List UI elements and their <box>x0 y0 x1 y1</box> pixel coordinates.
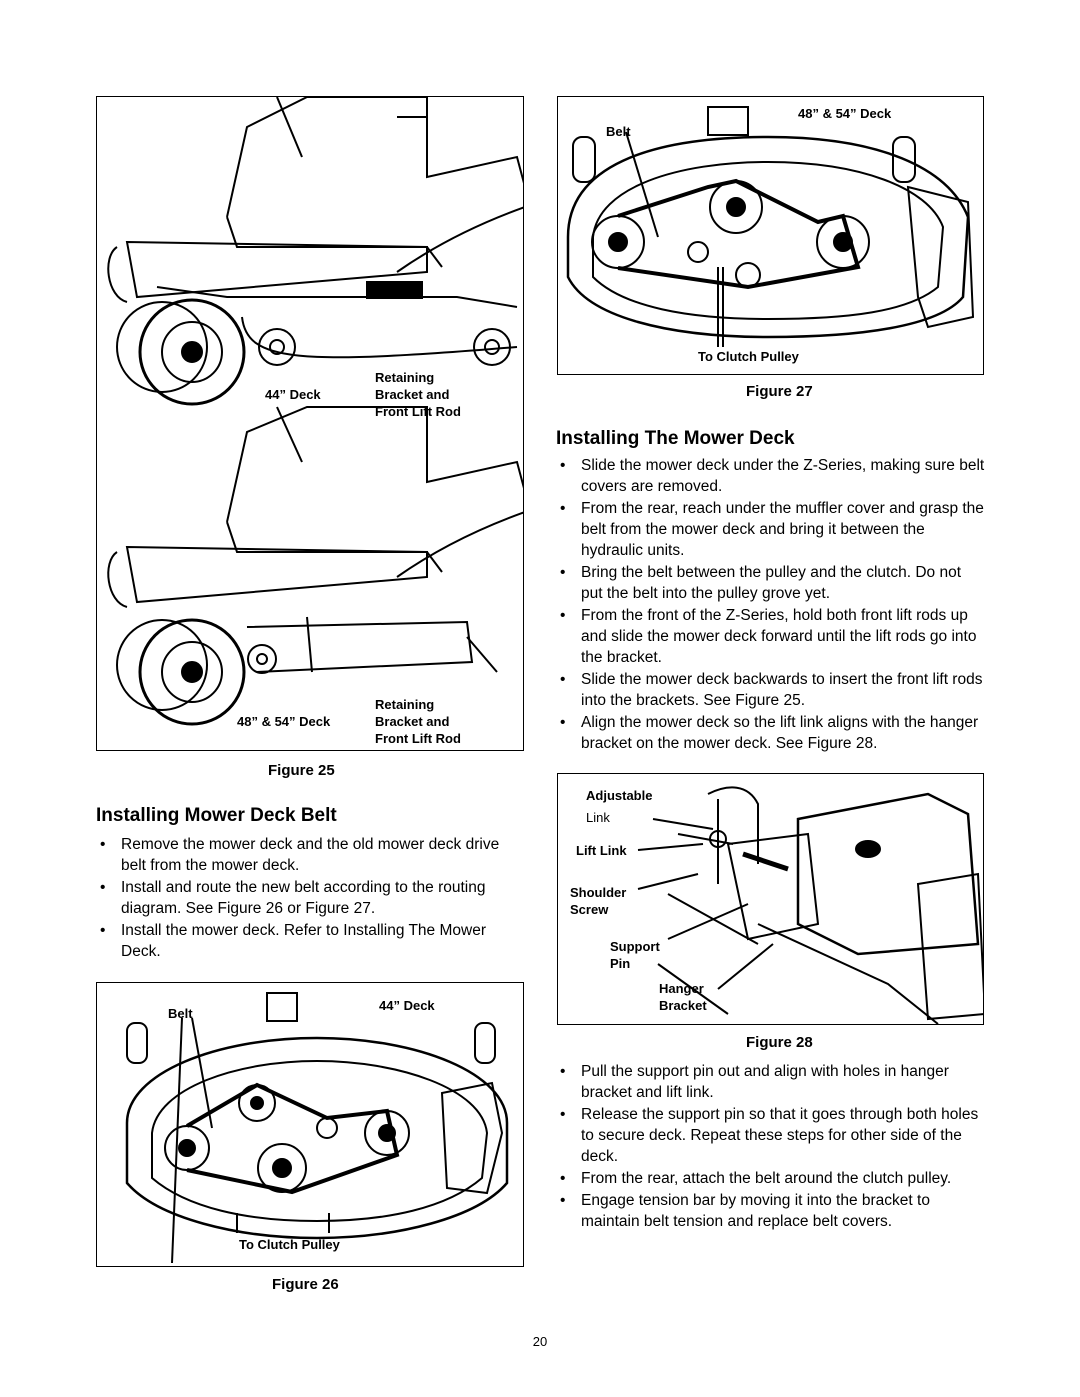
page-number: 20 <box>532 1334 548 1349</box>
fig25-bottom-bracket-label-2: Bracket and <box>375 714 450 729</box>
fig27-belt-label: Belt <box>606 124 631 139</box>
figure-28-box: Adjustable Link Lift Link Shoulder Screw… <box>557 773 984 1025</box>
deck-44-belt-routing-illustration <box>125 992 509 1264</box>
list-item: Align the mower deck so the lift link al… <box>556 712 986 754</box>
final-instructions-list: Pull the support pin out and align with … <box>556 1061 986 1233</box>
fig26-belt-label: Belt <box>168 1006 193 1021</box>
heading-installing-the-mower-deck: Installing The Mower Deck <box>556 428 795 449</box>
fig28-link-label: Link <box>586 810 610 825</box>
figure-27-box: Belt 48” & 54” Deck To Clutch Pulley <box>557 96 984 375</box>
list-item: Engage tension bar by moving it into the… <box>556 1190 986 1232</box>
list-item: From the front of the Z-Series, hold bot… <box>556 605 986 668</box>
fig28-adjustable-label: Adjustable <box>586 788 653 803</box>
fig28-shoulder-label: Shoulder <box>570 885 627 900</box>
list-item: Install and route the new belt according… <box>96 877 516 919</box>
list-item: Release the support pin so that it goes … <box>556 1104 986 1167</box>
belt-instructions-list: Remove the mower deck and the old mower … <box>96 834 516 963</box>
fig26-deck-label: 44” Deck <box>379 998 435 1013</box>
list-item: From the rear, reach under the muffler c… <box>556 498 986 561</box>
fig25-bottom-deck-label: 48” & 54” Deck <box>237 714 331 729</box>
deck-48-54-belt-routing-illustration <box>566 106 975 347</box>
figure-25-caption: Figure 25 <box>268 762 335 779</box>
figure-26-box: Belt 44” Deck To Clutch Pulley <box>96 982 524 1267</box>
fig28-pin-label: Pin <box>610 956 631 971</box>
mower-side-view-44-illustration <box>107 97 523 726</box>
fig25-top-bracket-label-3: Front Lift Rod <box>375 404 461 419</box>
heading-installing-mower-deck-belt: Installing Mower Deck Belt <box>96 805 337 826</box>
fig26-clutch-label: To Clutch Pulley <box>239 1237 340 1252</box>
figure-27-caption: Figure 27 <box>746 383 813 400</box>
list-item: Remove the mower deck and the old mower … <box>96 834 516 876</box>
deck-instructions-list: Slide the mower deck under the Z-Series,… <box>556 455 986 755</box>
fig25-bottom-bracket-label-1: Retaining <box>375 697 435 712</box>
figure-26-caption: Figure 26 <box>272 1276 339 1293</box>
fig28-bracket-label: Bracket <box>659 998 707 1013</box>
fig28-lift-link-label: Lift Link <box>576 843 627 858</box>
fig27-clutch-label: To Clutch Pulley <box>698 349 799 364</box>
fig25-top-bracket-label-1: Retaining <box>375 370 435 385</box>
fig28-screw-label: Screw <box>570 902 609 917</box>
fig27-deck-label: 48” & 54” Deck <box>798 106 892 121</box>
list-item: From the rear, attach the belt around th… <box>556 1168 986 1189</box>
fig25-top-deck-label: 44” Deck <box>265 387 321 402</box>
fig28-support-label: Support <box>610 939 660 954</box>
fig25-bottom-bracket-label-3: Front Lift Rod <box>375 731 461 746</box>
fig28-hanger-label: Hanger <box>659 981 704 996</box>
lift-link-hanger-bracket-illustration <box>637 786 983 1024</box>
list-item: Slide the mower deck backwards to insert… <box>556 669 986 711</box>
list-item: Pull the support pin out and align with … <box>556 1061 986 1103</box>
figure-28-caption: Figure 28 <box>746 1034 813 1051</box>
figure-25-box: 44” Deck Retaining Bracket and Front Lif… <box>96 96 524 751</box>
list-item: Slide the mower deck under the Z-Series,… <box>556 455 986 497</box>
list-item: Install the mower deck. Refer to Install… <box>96 920 516 962</box>
fig25-top-bracket-label-2: Bracket and <box>375 387 450 402</box>
list-item: Bring the belt between the pulley and th… <box>556 562 986 604</box>
